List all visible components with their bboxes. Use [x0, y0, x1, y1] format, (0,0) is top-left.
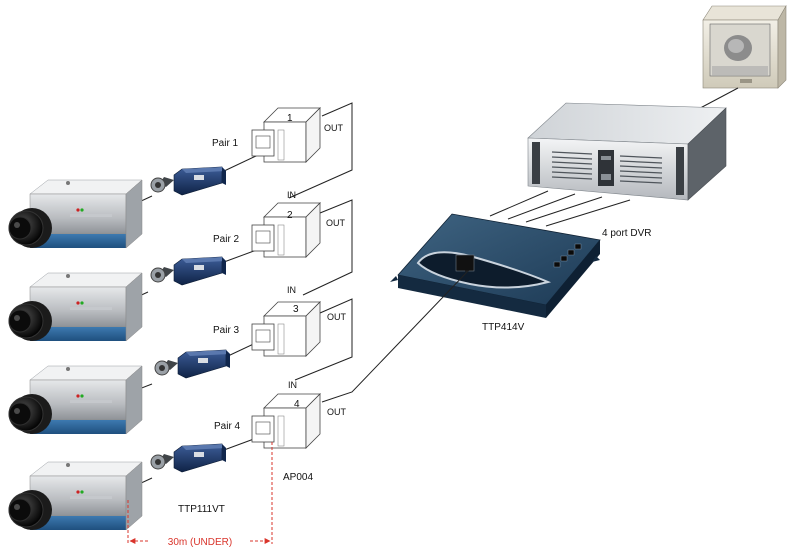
transceiver-2	[150, 256, 227, 286]
hub-label: TTP414V	[482, 322, 525, 333]
distance-label: 30m (UNDER)	[168, 537, 232, 548]
pair-1-number: 1	[287, 113, 293, 124]
transceiver-1	[150, 166, 227, 196]
pair-4-in: IN	[288, 380, 297, 390]
pair-3-label: Pair 3	[213, 325, 240, 336]
pair-2-number: 2	[287, 210, 293, 221]
transceiver-label: TTP111VT	[178, 504, 225, 515]
camera-3	[8, 365, 143, 435]
pair-3-in: IN	[287, 285, 296, 295]
transceiver-3	[154, 349, 231, 379]
adapter-3	[251, 301, 321, 357]
camera-2	[8, 272, 143, 342]
camera-cables	[125, 154, 263, 491]
camera-1	[8, 179, 143, 249]
distance-dimension: 30m (UNDER)	[127, 442, 273, 548]
hub-to-dvr-cables	[489, 190, 631, 227]
adapter-label: AP004	[283, 472, 313, 483]
pair-2-out: OUT	[326, 218, 346, 228]
utp-cables	[288, 102, 470, 403]
pair-4-out: OUT	[327, 407, 347, 417]
adapter-1	[251, 107, 321, 163]
pair-1-out: OUT	[324, 123, 344, 133]
monitor	[702, 4, 787, 89]
dvr-unit	[527, 102, 727, 201]
pair-3-number: 3	[293, 304, 299, 315]
adapter-2	[251, 202, 321, 258]
pair-2-in: IN	[287, 190, 296, 200]
pair-1-label: Pair 1	[212, 138, 239, 149]
pair-4-label: Pair 4	[214, 421, 241, 432]
transceiver-4	[150, 443, 227, 473]
dvr-label: 4 port DVR	[602, 228, 651, 239]
hub-unit	[390, 213, 601, 318]
pair-4-number: 4	[294, 399, 300, 410]
pair-3-out: OUT	[327, 312, 347, 322]
pair-2-label: Pair 2	[213, 234, 240, 245]
adapter-4	[251, 393, 321, 449]
camera-4	[8, 461, 143, 531]
